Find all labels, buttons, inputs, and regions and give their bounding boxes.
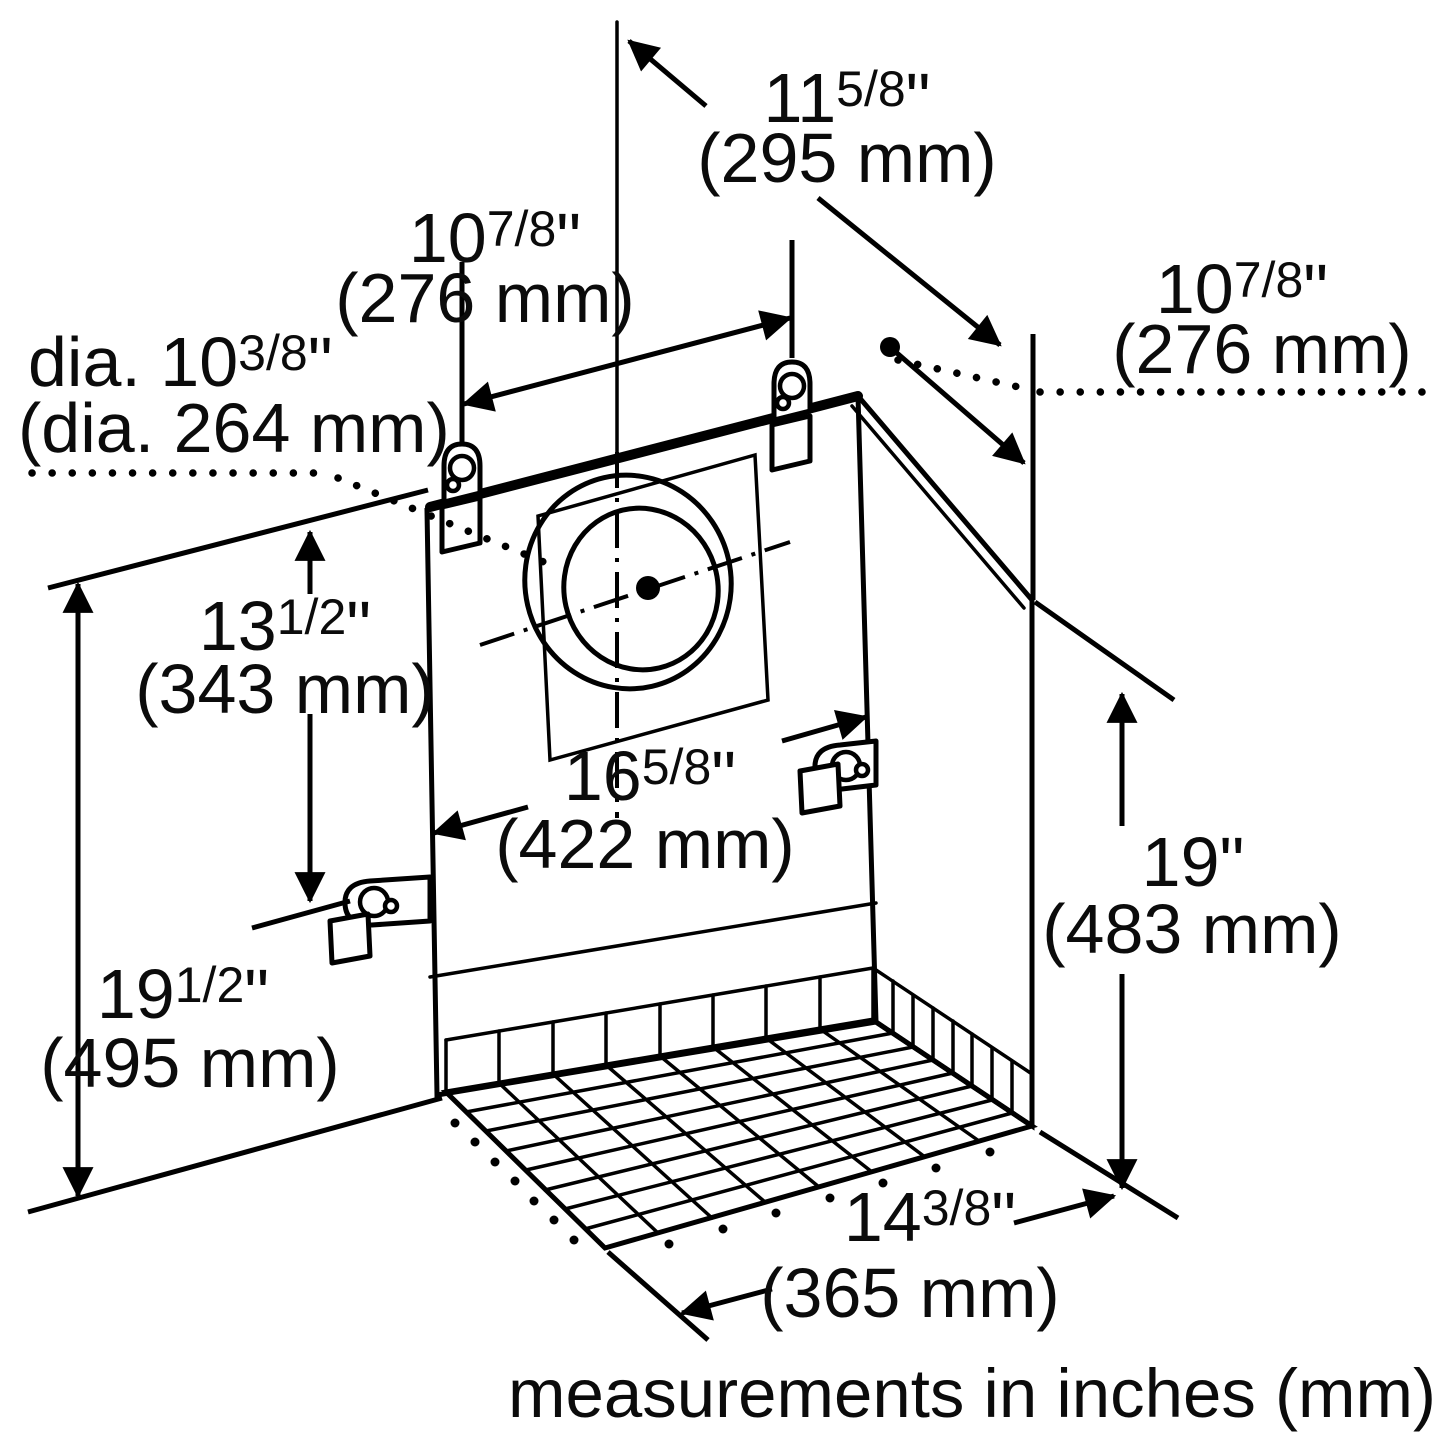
grid-rim-posts-left xyxy=(444,966,875,1094)
dim-135-ext-bottom xyxy=(251,898,351,931)
bracket-plate-top-left xyxy=(439,495,483,555)
dia-inches: dia. 103/8" xyxy=(28,323,333,401)
dim-depth-top: 115/8" (295 mm) xyxy=(627,39,1002,347)
dim-143-ext-left xyxy=(606,1250,710,1342)
dim-143-line-right xyxy=(1013,1188,1117,1226)
grid-rim-rail-right xyxy=(871,966,1034,1076)
dim-19-mm: (483 mm) xyxy=(1042,890,1341,968)
dim-depth-top-arrow-upper xyxy=(627,39,708,108)
wire-grid xyxy=(440,966,1038,1251)
dim-width-upper-left: 107/8" (276 mm) xyxy=(335,199,795,446)
dim-bottom-depth: 143/8" (365 mm) xyxy=(606,1178,1117,1342)
dim-195-ext-bottom xyxy=(27,1095,443,1215)
bracket-plate-top-center xyxy=(769,413,813,473)
grid-wire-feet xyxy=(450,1118,995,1249)
dim-165-line-right xyxy=(781,710,869,744)
dim-right-inches: 107/8" xyxy=(1156,250,1328,328)
dim-right-arrow xyxy=(888,345,1026,465)
dim-height-left: 191/2" (495 mm) xyxy=(27,487,443,1215)
dim-19-ext-top xyxy=(1033,599,1176,703)
duct-plate-outline xyxy=(536,452,770,763)
grid-wires-cross xyxy=(497,1027,981,1235)
dim-165-mm: (422 mm) xyxy=(495,805,794,883)
dim-135-inches: 131/2" xyxy=(199,587,371,665)
keyhole-hole-top-left xyxy=(447,453,477,483)
bracket-plate-side-left xyxy=(327,911,373,966)
grid-outline xyxy=(440,1017,1038,1251)
right-panel-fold-line xyxy=(850,404,1026,610)
caption: measurements in inches (mm) xyxy=(508,1355,1436,1432)
grid-rim-posts-right xyxy=(891,979,1014,1115)
dim-body-width: 165/8" (422 mm) xyxy=(431,710,869,883)
dim-right-dotted-diagonal xyxy=(894,356,1036,394)
dim-19-inches: 19" xyxy=(1142,823,1245,901)
duct-centerline-horizontal xyxy=(479,540,791,647)
dim-143-inches: 143/8" xyxy=(844,1178,1016,1256)
dim-ul-mm: (276 mm) xyxy=(335,259,634,337)
grid-rim-rail-left xyxy=(444,966,875,1042)
dim-keyhole-offset: 131/2" (343 mm) xyxy=(135,529,435,931)
dim-19-ext-bottom xyxy=(1038,1129,1180,1221)
keyhole-slot-side-left xyxy=(382,897,400,915)
dia-mm: (dia. 264 mm) xyxy=(18,389,450,467)
duct-collar-outer-ring xyxy=(522,472,734,692)
dim-195-mm: (495 mm) xyxy=(40,1024,339,1102)
keyhole-hole-top-center xyxy=(777,371,807,401)
dim-165-line-left xyxy=(431,804,529,841)
dim-depth-right: 107/8" (276 mm) xyxy=(880,250,1442,600)
dim-ul-inches: 107/8" xyxy=(409,199,581,277)
dim-depth-top-mm: (295 mm) xyxy=(697,119,996,197)
duct-collar-inner-ring xyxy=(561,505,721,673)
keyhole-slot-side-right xyxy=(853,761,871,779)
keyhole-slot-top-center xyxy=(774,394,792,412)
dim-135-mm: (343 mm) xyxy=(135,650,434,728)
dim-duct-diameter: dia. 103/8" (dia. 264 mm) xyxy=(18,323,560,571)
dim-143-line-left xyxy=(679,1286,773,1321)
duct-center-dot xyxy=(636,576,660,600)
dim-143-mm: (365 mm) xyxy=(760,1254,1059,1332)
keyhole-slot-top-left xyxy=(444,476,462,494)
dim-depth-top-inches: 115/8" xyxy=(763,59,930,137)
back-panel-seam xyxy=(428,901,878,979)
bracket-plate-side-right xyxy=(797,761,843,816)
dia-leader-dotted-diagonal xyxy=(334,474,560,571)
dim-height-right: 19" (483 mm) xyxy=(1033,599,1342,1221)
dim-right-mm: (276 mm) xyxy=(1112,310,1411,388)
dim-195-inches: 191/2" xyxy=(97,955,269,1033)
dim-ul-line xyxy=(461,310,793,412)
dim-195-ext-top xyxy=(47,487,429,591)
dim-depth-top-arrow-lower xyxy=(816,196,1002,347)
dim-165-inches: 165/8" xyxy=(564,737,736,815)
